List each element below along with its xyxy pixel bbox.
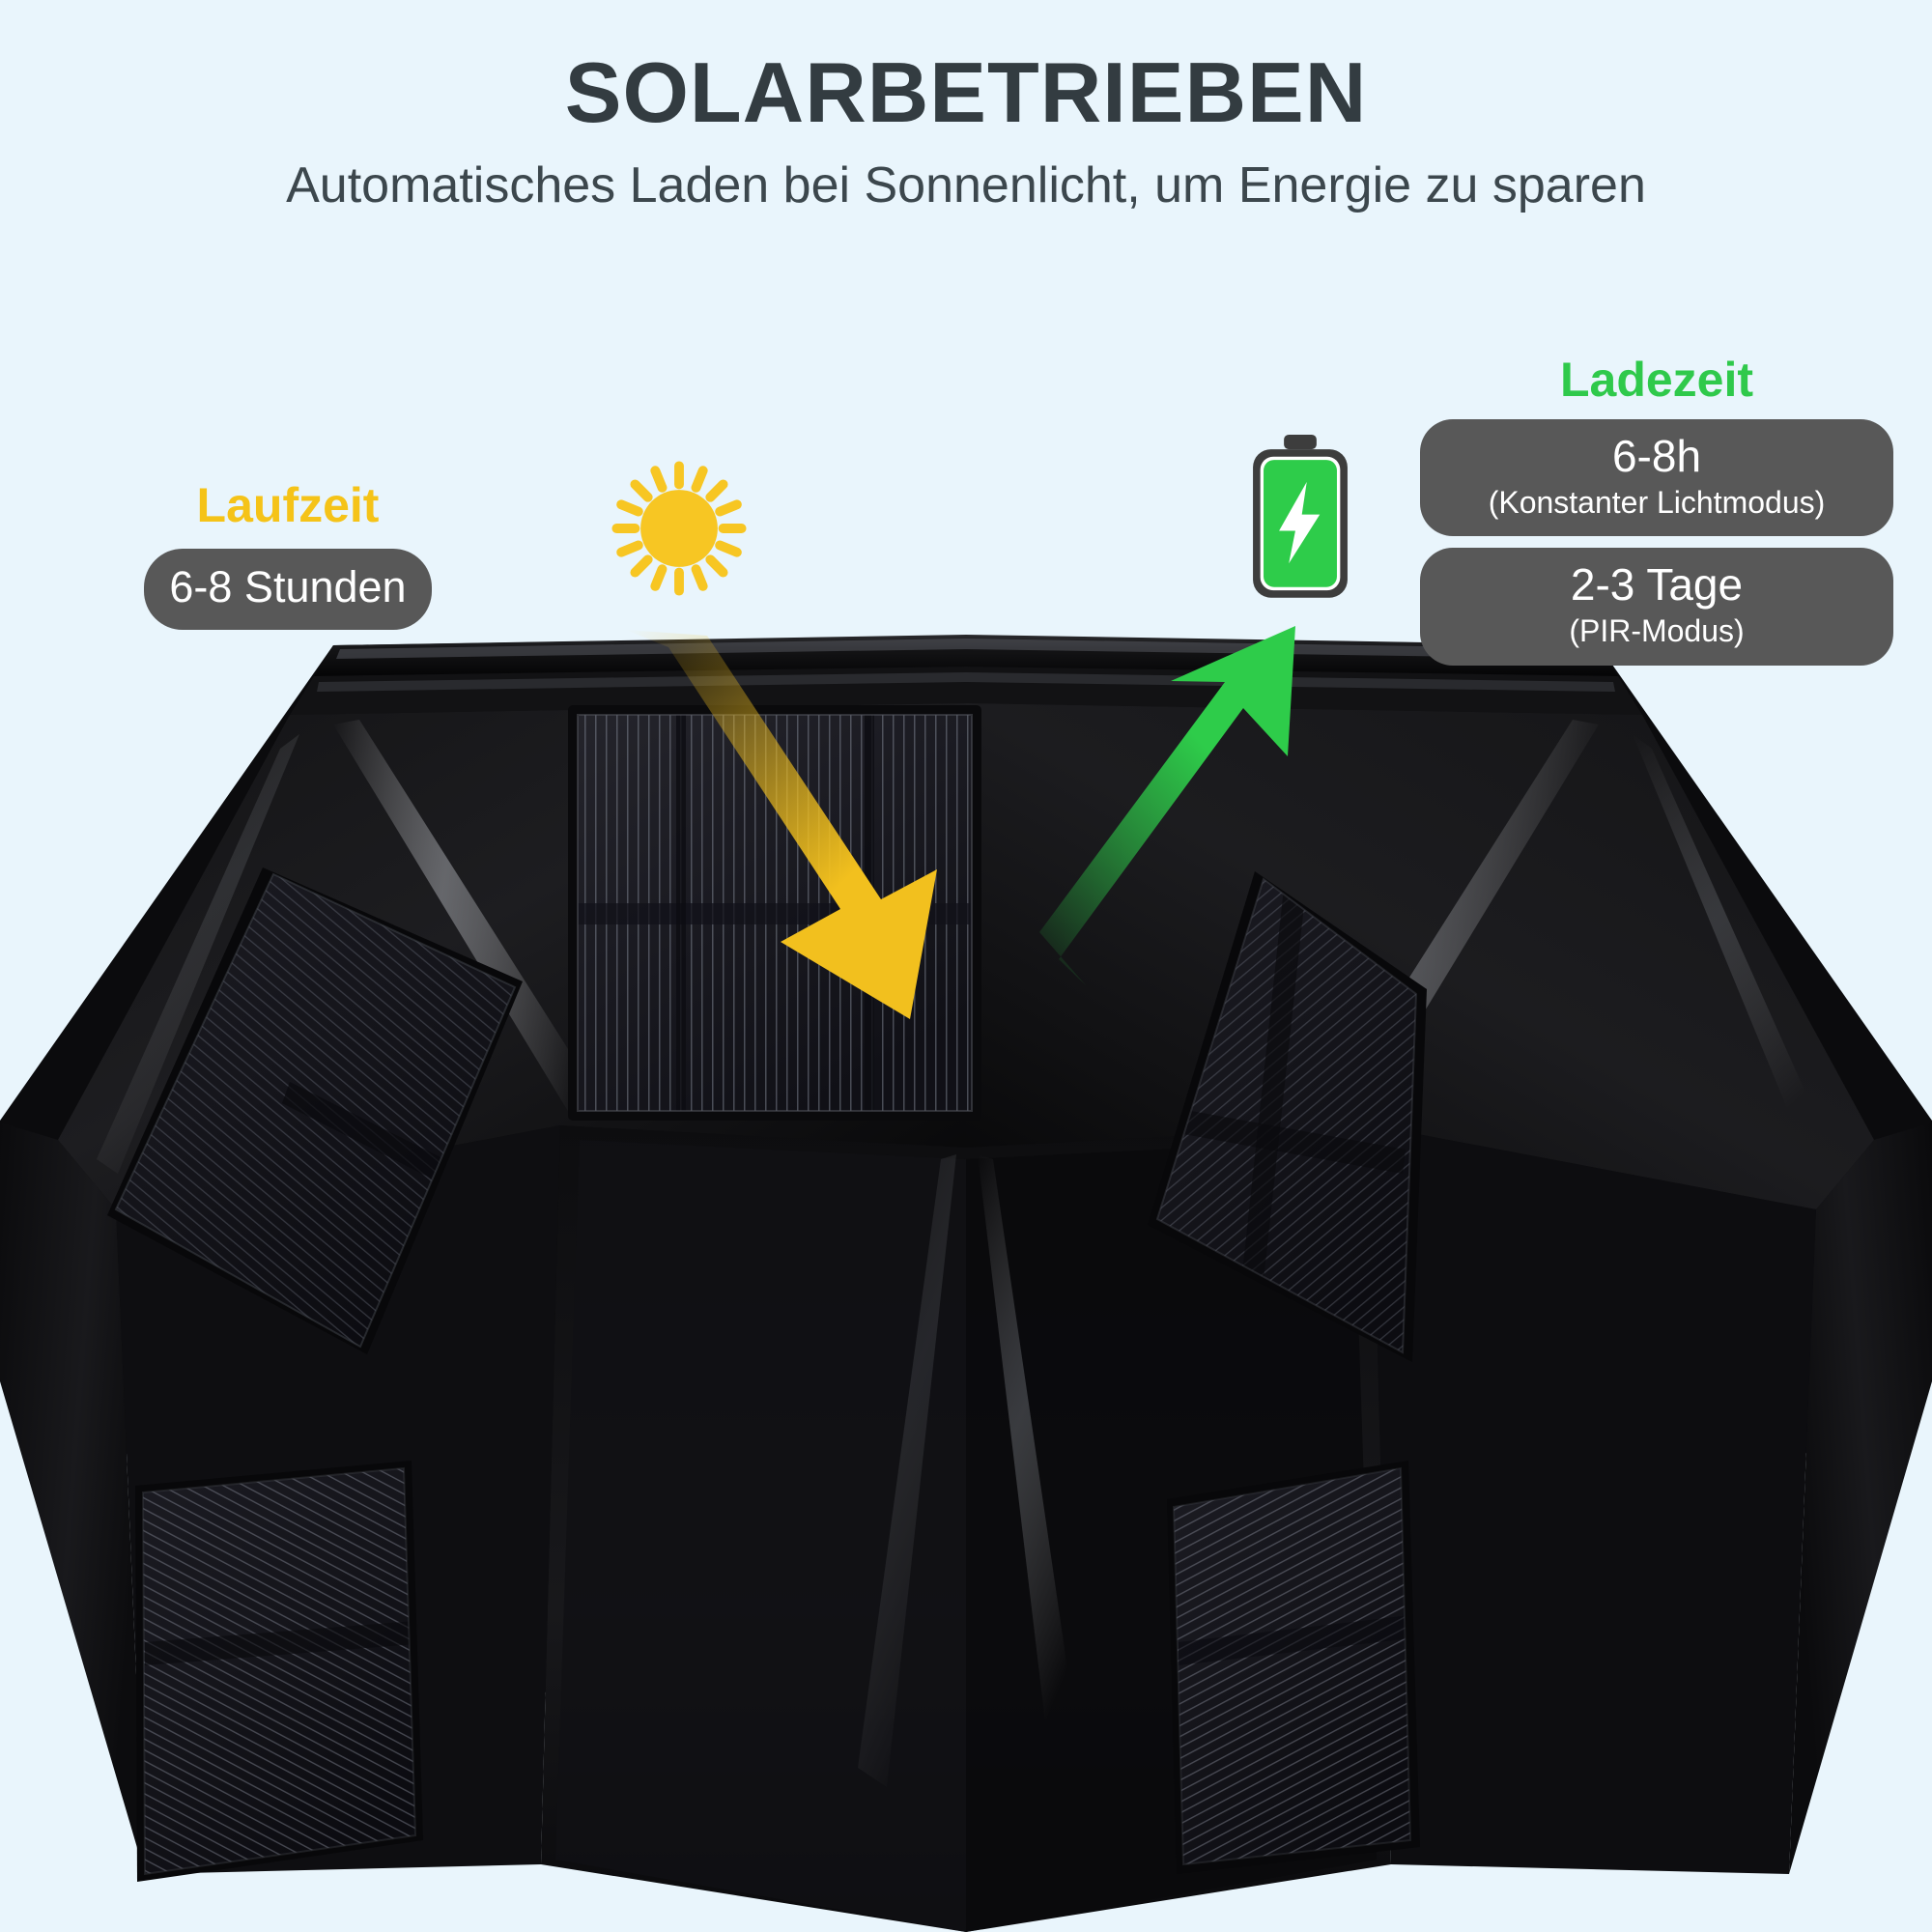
solar-panel-left xyxy=(107,867,523,1354)
lamp-body xyxy=(0,635,1932,1932)
header: SOLARBETRIEBEN Automatisches Laden bei S… xyxy=(0,0,1932,215)
charging-badge-pir-mode: (PIR-Modus) xyxy=(1569,613,1745,649)
solar-panel-bottom-right xyxy=(1167,1461,1420,1874)
charging-label: Ladezeit xyxy=(1559,353,1754,407)
charging-badge-constant-light: 6-8h (Konstanter Lichtmodus) xyxy=(1420,419,1893,537)
solar-panel-center xyxy=(568,705,981,1121)
sun-icon xyxy=(587,437,771,620)
charging-badge-constant-light-mode: (Konstanter Lichtmodus) xyxy=(1488,484,1826,520)
charging-badge-constant-light-value: 6-8h xyxy=(1611,431,1702,481)
page-title: SOLARBETRIEBEN xyxy=(564,44,1368,140)
battery-charging-icon xyxy=(1248,433,1352,603)
runtime-callout: Laufzeit 6-8 Stunden xyxy=(114,481,462,630)
charging-callout: Ladezeit 6-8h (Konstanter Lichtmodus) 2-… xyxy=(1396,355,1918,677)
solar-panel-bottom-left xyxy=(135,1461,423,1882)
charging-badge-pir: 2-3 Tage (PIR-Modus) xyxy=(1420,548,1893,666)
runtime-value-badge: 6-8 Stunden xyxy=(144,549,432,630)
runtime-label: Laufzeit xyxy=(196,478,380,532)
page-subtitle: Automatisches Laden bei Sonnenlicht, um … xyxy=(286,157,1646,214)
charging-badge-pir-value: 2-3 Tage xyxy=(1570,559,1744,611)
